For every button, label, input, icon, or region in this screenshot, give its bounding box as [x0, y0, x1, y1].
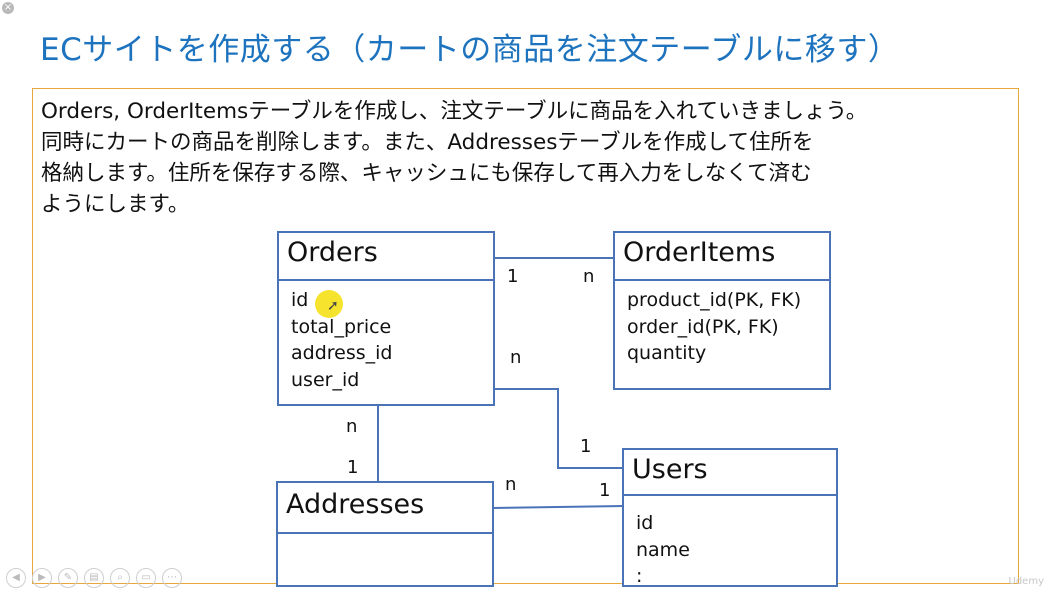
close-icon[interactable]: ×	[2, 2, 14, 14]
field: name	[636, 538, 690, 561]
player-controls: ◀ ▶ ✎ ▤ ⌕ ▭ ⋯	[0, 566, 220, 590]
more-icon[interactable]: ⋯	[162, 568, 182, 588]
orders-entity: Orders id total_price address_id user_id	[277, 231, 495, 406]
cardinality-label: n	[583, 266, 595, 287]
cardinality-label: n	[510, 347, 522, 368]
cardinality-label: n	[346, 416, 358, 437]
content-frame	[32, 88, 1019, 584]
field: total_price	[291, 315, 392, 338]
addresses-entity: Addresses	[276, 481, 494, 587]
field: id	[291, 289, 309, 311]
cardinality-label: 1	[347, 457, 359, 478]
entity-name: Orders	[279, 233, 493, 281]
captions-icon[interactable]: ▭	[136, 568, 156, 588]
orders-field-list: id total_price address_id user_id	[279, 281, 493, 393]
field: address_id	[291, 342, 393, 364]
field: order_id(PK, FK)	[627, 315, 779, 338]
addresses-users-line	[491, 505, 625, 509]
field: product_id(PK, FK)	[627, 289, 802, 311]
orders-users-line	[494, 388, 624, 469]
slides-icon[interactable]: ▤	[84, 568, 104, 588]
field: user_id	[291, 368, 360, 391]
play-icon[interactable]: ▶	[32, 568, 52, 588]
cursor-highlight	[315, 290, 343, 318]
watermark: Udemy	[1008, 576, 1044, 587]
field: id	[636, 512, 654, 534]
cardinality-label: n	[505, 474, 517, 495]
pen-icon[interactable]: ✎	[58, 568, 78, 588]
cardinality-label: 1	[507, 266, 519, 287]
field: quantity	[627, 342, 707, 364]
mouse-pointer-icon: ➚	[327, 298, 339, 314]
prev-icon[interactable]: ◀	[6, 568, 26, 588]
cardinality-label: 1	[599, 480, 611, 501]
entity-name: OrderItems	[615, 233, 829, 281]
users-field-list: id name :	[624, 496, 836, 590]
cardinality-label: 1	[580, 436, 592, 457]
orderitems-field-list: product_id(PK, FK) order_id(PK, FK) quan…	[615, 281, 829, 367]
zoom-icon[interactable]: ⌕	[110, 568, 130, 588]
slide-title: ECサイトを作成する（カートの商品を注文テーブルに移す）	[40, 32, 900, 68]
orderitems-entity: OrderItems product_id(PK, FK) order_id(P…	[613, 231, 831, 390]
entity-name: Addresses	[278, 483, 492, 534]
field: :	[636, 565, 643, 587]
slide-body-text: Orders, OrderItemsテーブルを作成し、注文テーブルに商品を入れて…	[41, 99, 868, 217]
users-entity: Users id name :	[622, 448, 838, 587]
entity-name: Users	[624, 450, 836, 496]
